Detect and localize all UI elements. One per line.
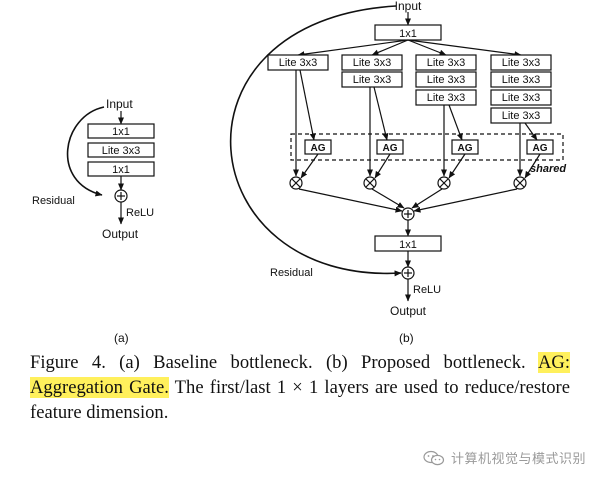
panel-b-col4-lite-2 bbox=[490, 71, 552, 88]
multiply-node-2 bbox=[363, 176, 377, 190]
panel-b-add-node-1 bbox=[401, 207, 415, 221]
panel-b-output-label: Output bbox=[390, 304, 427, 318]
caption-suffix: The first/last 1 × 1 layers are used to … bbox=[30, 377, 570, 423]
panel-a-residual-label: Residual bbox=[32, 195, 75, 207]
watermark: 计算机视觉与模式识别 bbox=[423, 448, 586, 467]
panel-b-col2-lite-1-label: Lite 3x3 bbox=[353, 57, 392, 69]
panel-b-col1-lite-1 bbox=[267, 54, 329, 71]
panel-a-relu-label: ReLU bbox=[126, 207, 154, 219]
panel-b-shared-gate-box bbox=[290, 133, 564, 161]
panel-b-multiply-nodes bbox=[289, 176, 527, 190]
panel-b-col2-lite-2 bbox=[341, 71, 403, 88]
panel-b-input-label: Input bbox=[395, 0, 422, 13]
panel-b-col4-lite-2-label: Lite 3x3 bbox=[502, 74, 541, 86]
multiply-node-1 bbox=[289, 176, 303, 190]
panel-b-col3-lite-3-label: Lite 3x3 bbox=[427, 92, 466, 104]
panel-b-col2-lite-2-label: Lite 3x3 bbox=[353, 74, 392, 86]
panel-b-ag-1-label: AG bbox=[311, 143, 326, 154]
panel-b: Input 1x1 Lite 3x3 Lite 3x3 Lite 3x3 Lit… bbox=[229, 0, 566, 345]
panel-b-ag-4-label: AG bbox=[533, 143, 548, 154]
panel-a-conv1x1-top-label: 1x1 bbox=[112, 126, 130, 138]
figure-caption: Figure 4. (a) Baseline bottleneck. (b) P… bbox=[30, 350, 570, 425]
multiply-node-3 bbox=[437, 176, 451, 190]
panel-b-col3-lite-1-label: Lite 3x3 bbox=[427, 57, 466, 69]
wechat-icon bbox=[423, 450, 445, 465]
panel-b-col3-lite-2 bbox=[415, 71, 477, 88]
panel-a: Input 1x1 Lite 3x3 1x1 Residual ReLU Out… bbox=[32, 97, 155, 345]
multiply-node-4 bbox=[513, 176, 527, 190]
panel-b-col4-lite-4 bbox=[490, 107, 552, 124]
panel-b-conv1x1-bottom-label: 1x1 bbox=[399, 239, 417, 251]
panel-b-add-node-2 bbox=[401, 266, 415, 280]
watermark-text: 计算机视觉与模式识别 bbox=[450, 452, 586, 467]
panel-a-lite3x3 bbox=[87, 142, 155, 158]
panel-b-col3-lite-3 bbox=[415, 89, 477, 106]
panel-a-sublabel: (a) bbox=[114, 331, 129, 345]
panel-b-shared-label: shared bbox=[530, 163, 566, 175]
panel-a-input-label: Input bbox=[106, 97, 133, 111]
panel-a-conv1x1-top bbox=[87, 123, 155, 139]
panel-b-conv1x1-top-label: 1x1 bbox=[399, 28, 417, 40]
panel-b-col3-lite-1 bbox=[415, 54, 477, 71]
panel-b-col1-lite-1-label: Lite 3x3 bbox=[279, 57, 318, 69]
panel-a-conv1x1-bottom-label: 1x1 bbox=[112, 164, 130, 176]
panel-b-col4-lite-3-label: Lite 3x3 bbox=[502, 92, 541, 104]
panel-b-col4-lite-4-label: Lite 3x3 bbox=[502, 110, 541, 122]
panel-a-output-label: Output bbox=[102, 227, 139, 241]
panel-b-col4-lite-1 bbox=[490, 54, 552, 71]
caption-prefix: Figure 4. (a) Baseline bottleneck. (b) P… bbox=[30, 352, 538, 373]
panel-b-col2-lite-1 bbox=[341, 54, 403, 71]
panel-b-ag-3-label: AG bbox=[458, 143, 473, 154]
panel-a-lite3x3-label: Lite 3x3 bbox=[102, 145, 141, 157]
panel-b-residual-label: Residual bbox=[270, 267, 313, 279]
panel-b-ag-2-label: AG bbox=[383, 143, 398, 154]
panel-b-col4-lite-1-label: Lite 3x3 bbox=[502, 57, 541, 69]
panel-b-relu-label: ReLU bbox=[413, 284, 441, 296]
panel-b-col4-lite-3 bbox=[490, 89, 552, 106]
panel-b-col3-lite-2-label: Lite 3x3 bbox=[427, 74, 466, 86]
panel-b-sublabel: (b) bbox=[399, 331, 414, 345]
